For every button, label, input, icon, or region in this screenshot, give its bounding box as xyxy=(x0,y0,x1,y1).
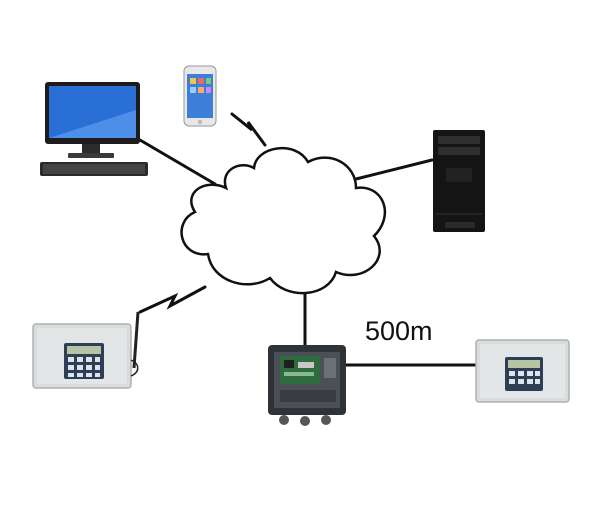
link-desktop-cloud xyxy=(138,138,217,186)
wireless-link-phone xyxy=(230,112,267,147)
smartphone-icon xyxy=(183,65,217,127)
distance-label: 500m xyxy=(365,316,433,346)
wired-controller-icon xyxy=(475,339,570,403)
wireless-controller-icon xyxy=(32,311,140,389)
desktop-monitor-icon xyxy=(40,82,148,176)
link-tower-cloud xyxy=(350,158,434,182)
tower-computer-icon xyxy=(433,130,485,232)
wireless-link-controller xyxy=(138,285,207,314)
circuit-board-enclosure-icon xyxy=(268,345,346,426)
cloud-icon xyxy=(180,147,386,295)
antenna-icon xyxy=(132,311,140,369)
